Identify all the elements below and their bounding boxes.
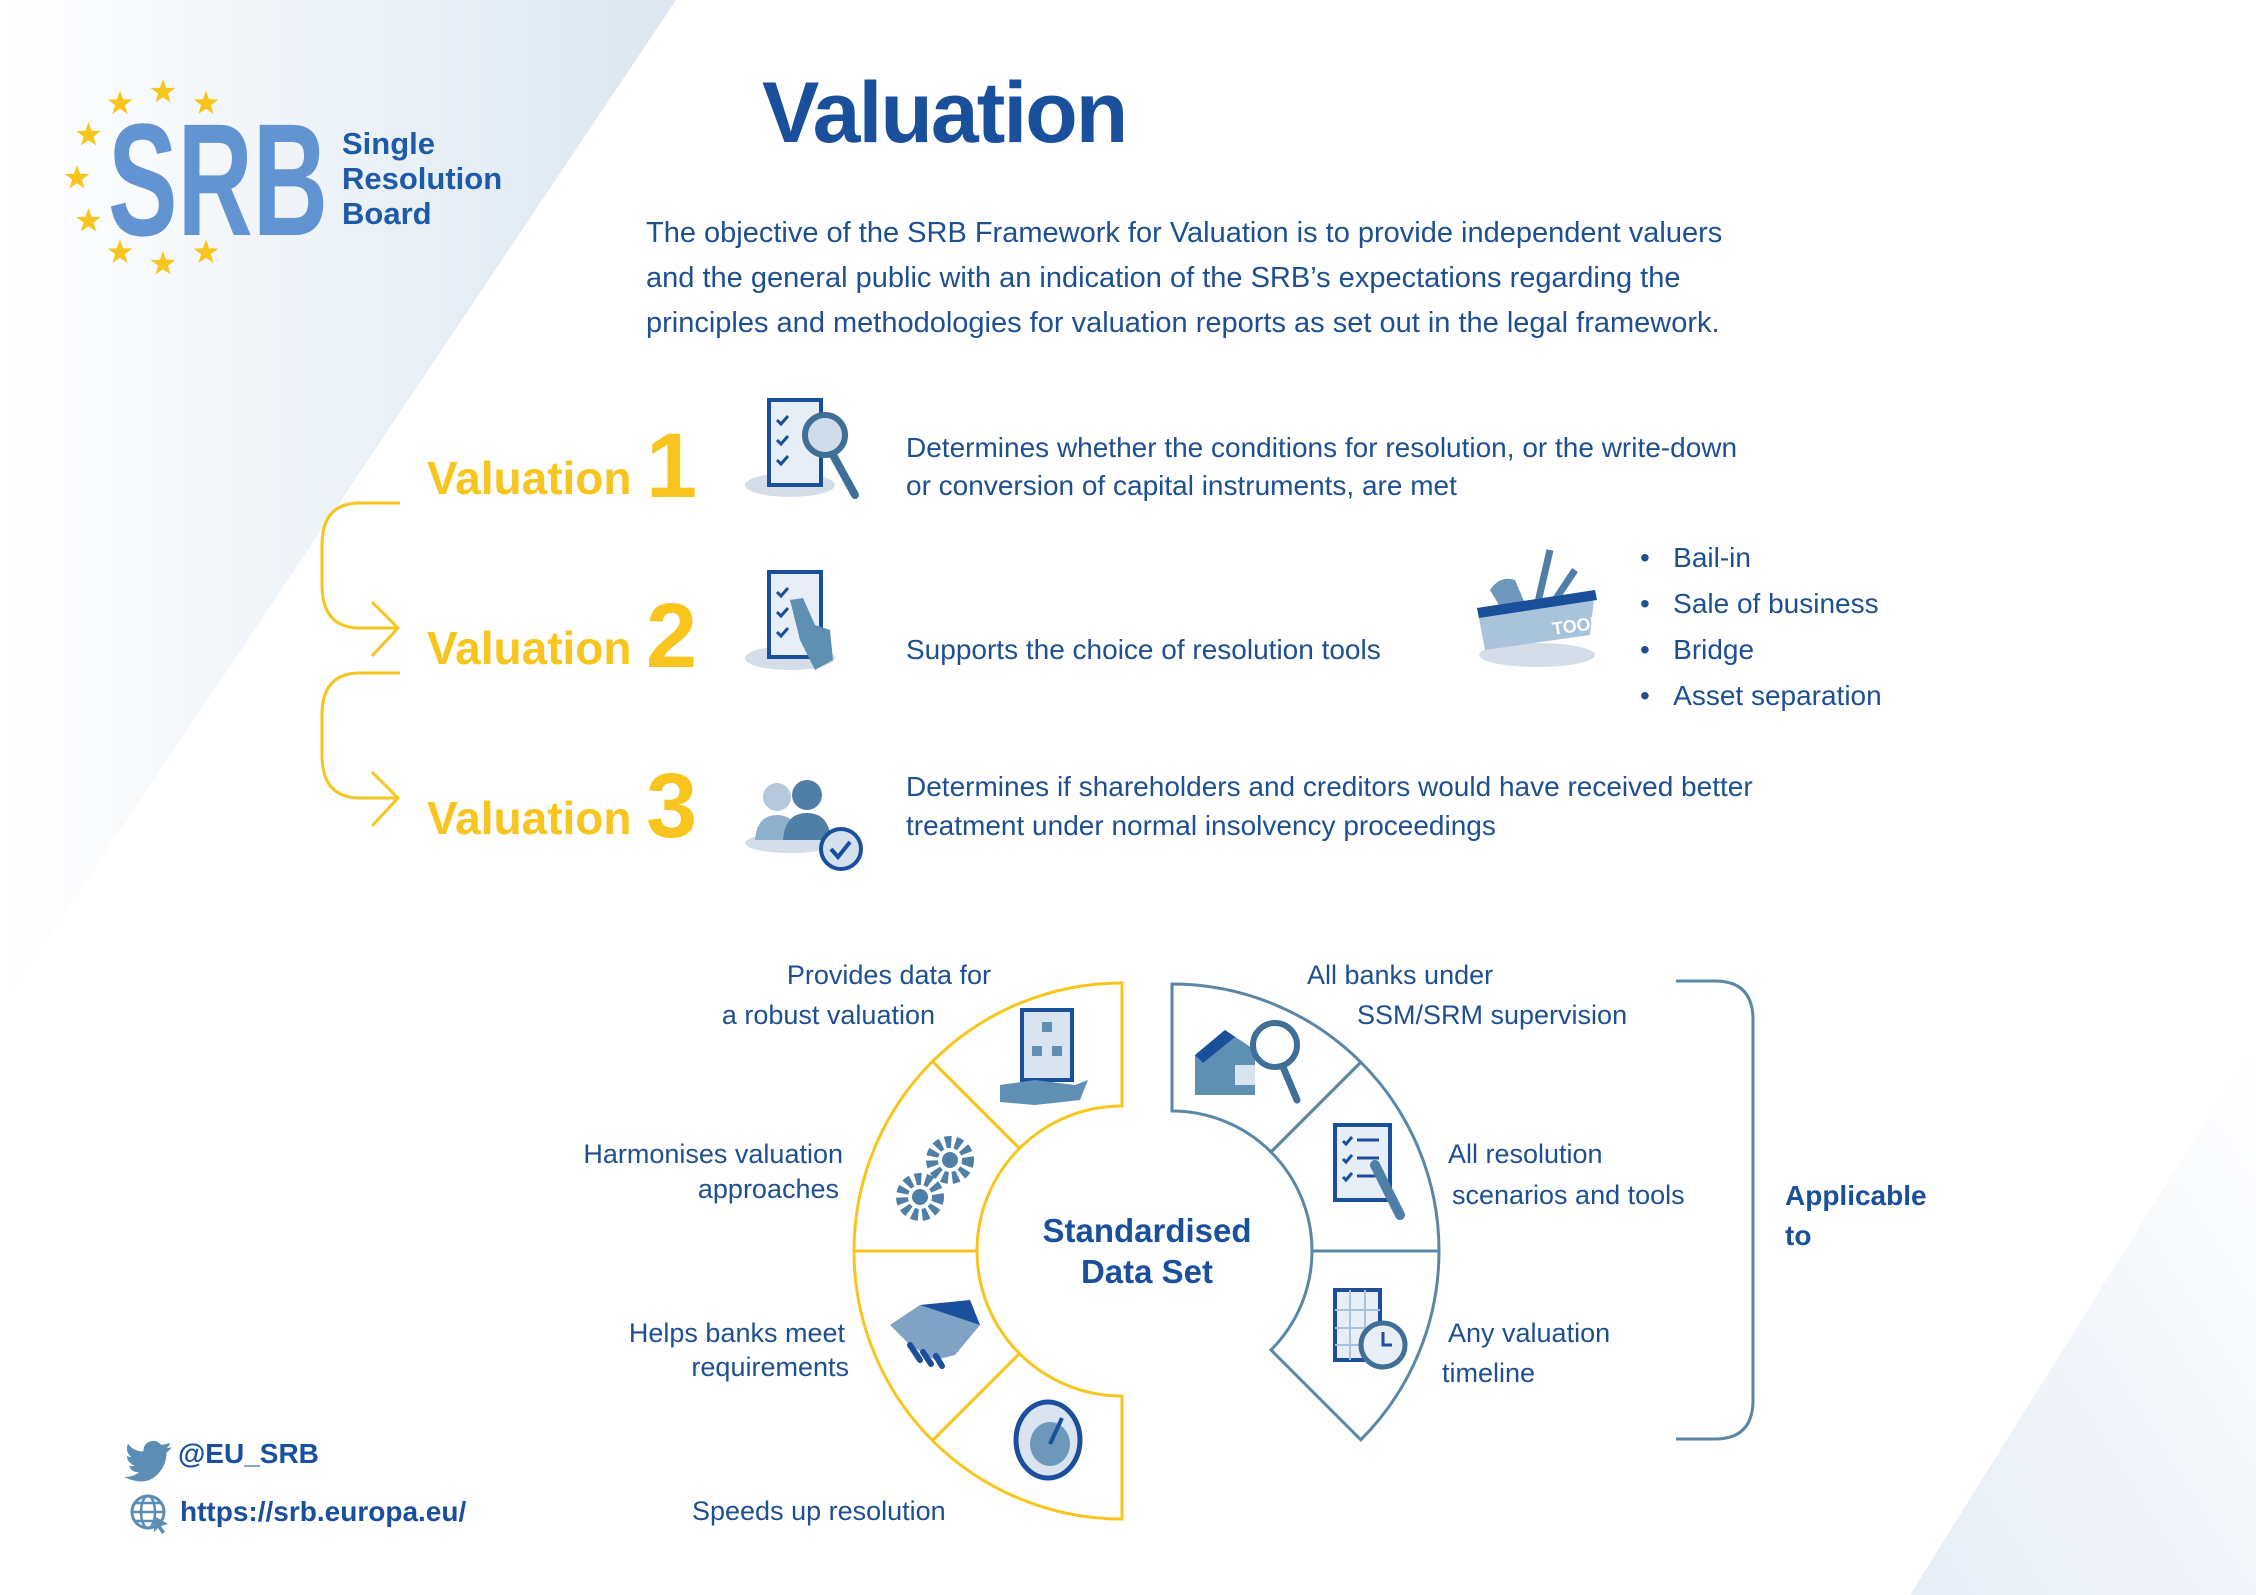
center-title-line-1: Standardised [1042, 1212, 1252, 1249]
star-icon [64, 165, 90, 189]
applicable-label: SSM/SRM supervision [1357, 1000, 1628, 1030]
background-triangle-bottom-right [1910, 1040, 2256, 1595]
star-icon [76, 208, 101, 232]
star-icon [193, 239, 219, 263]
gears-icon [896, 1136, 974, 1221]
speedometer-icon [1013, 1399, 1083, 1481]
logo-line-2: Resolution [342, 161, 503, 196]
benefit-label: Provides data for [786, 960, 991, 990]
website-link[interactable]: https://srb.europa.eu/ [180, 1496, 467, 1527]
applicable-to-label: to [1785, 1220, 1812, 1251]
handshake-icon [890, 1300, 980, 1369]
checklist-magnifier-icon [745, 398, 859, 499]
list-item-label: Sale of business [1673, 588, 1879, 619]
checklist-hand-icon [745, 570, 835, 670]
valuation-number: 3 [646, 755, 698, 857]
benefit-label: requirements [691, 1352, 849, 1382]
valuation-description: treatment under normal insolvency procee… [906, 810, 1496, 841]
applicable-label: All resolution [1448, 1139, 1603, 1169]
valuation-label: Valuation [427, 452, 632, 504]
arrow-icon [370, 770, 401, 828]
people-check-icon [745, 780, 863, 871]
intro-line: The objective of the SRB Framework for V… [646, 217, 1723, 249]
arrow-icon [370, 600, 401, 658]
connector-1-to-2 [320, 501, 400, 630]
valuation-label: Valuation [427, 792, 632, 844]
valuation-description: or conversion of capital instruments, ar… [906, 470, 1457, 501]
valuation-number: 2 [646, 585, 698, 687]
applicable-segment [1268, 1249, 1441, 1442]
benefit-label: approaches [697, 1174, 839, 1204]
benefit-label: a robust valuation [721, 1000, 935, 1030]
applicable-label: timeline [1442, 1358, 1536, 1388]
star-icon [76, 122, 101, 146]
star-icon [107, 90, 133, 114]
list-item-label: Bridge [1673, 634, 1755, 665]
logo-line-3: Board [342, 196, 432, 231]
list-item-label: Bail-in [1673, 542, 1751, 573]
list-item: • Asset separation [1640, 680, 1882, 711]
valuation-label: Valuation [427, 622, 632, 674]
background-triangle-top-left [0, 0, 676, 1010]
standardised-data-set-ring [852, 981, 1441, 1521]
list-item-label: Asset separation [1673, 680, 1882, 711]
benefit-segment [930, 1351, 1124, 1521]
calendar-clock-icon [1333, 1288, 1408, 1370]
applicable-bracket [1676, 979, 1755, 1441]
applicable-label: Any valuation [1448, 1318, 1611, 1348]
valuation-description: Supports the choice of resolution tools [906, 634, 1381, 665]
star-icon [107, 239, 133, 263]
valuation-number: 1 [646, 415, 698, 517]
logo-letters: SRB [108, 90, 328, 269]
applicable-label: All banks under [1307, 960, 1494, 990]
intro-line: and the general public with an indicatio… [646, 262, 1681, 294]
valuation-description: Determines if shareholders and creditors… [906, 771, 1753, 802]
bank-magnifier-icon [1195, 1020, 1301, 1104]
star-icon [193, 90, 219, 114]
star-icon [150, 79, 176, 103]
benefit-label: Helps banks meet [628, 1318, 845, 1348]
intro-line: principles and methodologies for valuati… [646, 307, 1720, 339]
list-item: • Bridge [1640, 634, 1755, 665]
eu-stars-icon [64, 79, 219, 275]
list-item: • Sale of business [1640, 588, 1879, 619]
page-title: Valuation [762, 65, 1128, 161]
twitter-icon[interactable] [123, 1440, 172, 1482]
document-hand-icon [1000, 1008, 1088, 1105]
logo-line-1: Single [342, 126, 436, 161]
star-icon [150, 251, 176, 275]
benefit-label: Speeds up resolution [692, 1496, 946, 1526]
applicable-label: scenarios and tools [1452, 1180, 1685, 1210]
list-item: • Bail-in [1640, 542, 1751, 573]
twitter-link[interactable]: @EU_SRB [178, 1438, 319, 1469]
globe-icon[interactable] [130, 1494, 168, 1534]
benefit-label: Harmonises valuation [583, 1139, 843, 1169]
toolbox-icon: TOOLS [1477, 549, 1615, 667]
checklist-pen-icon [1333, 1123, 1405, 1220]
connector-2-to-3 [320, 671, 400, 800]
logo-mark: SRB [64, 79, 328, 275]
center-title-line-2: Data Set [1080, 1253, 1214, 1290]
applicable-to-label: Applicable [1785, 1180, 1927, 1211]
valuation-description: Determines whether the conditions for re… [906, 432, 1738, 463]
